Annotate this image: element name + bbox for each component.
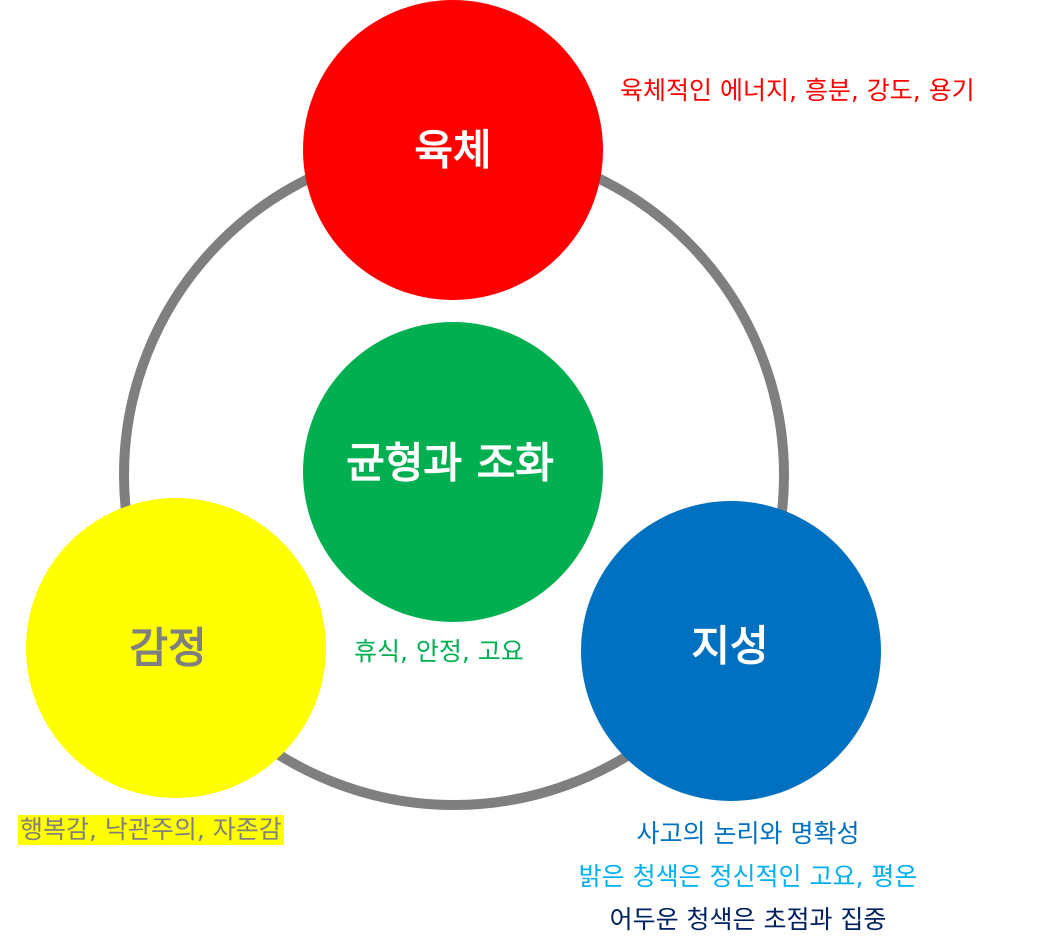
physical-caption: 육체적인 에너지, 흥분, 강도, 용기 bbox=[620, 76, 975, 105]
intellect-title: 지성 bbox=[691, 622, 768, 671]
intellect-caption: 사고의 논리와 명확성 밝은 청색은 정신적인 고요, 평온 어두운 청색은 초… bbox=[560, 812, 936, 941]
balance-title: 균형과 조화 bbox=[346, 439, 554, 488]
intellect-caption-line: 어두운 청색은 초점과 집중 bbox=[609, 905, 887, 934]
intellect-circle bbox=[581, 501, 881, 801]
balance-circle bbox=[303, 322, 603, 622]
intellect-caption-line: 사고의 논리와 명확성 bbox=[636, 819, 860, 848]
emotion-title: 감정 bbox=[129, 624, 206, 673]
intellect-caption-line: 밝은 청색은 정신적인 고요, 평온 bbox=[578, 862, 918, 891]
balance-caption: 휴식, 안정, 고요 bbox=[354, 637, 524, 666]
physical-circle bbox=[303, 0, 603, 300]
emotion-circle bbox=[26, 498, 326, 798]
physical-title: 육체 bbox=[414, 126, 491, 175]
emotion-caption: 행복감, 낙관주의, 자존감 bbox=[18, 815, 284, 845]
